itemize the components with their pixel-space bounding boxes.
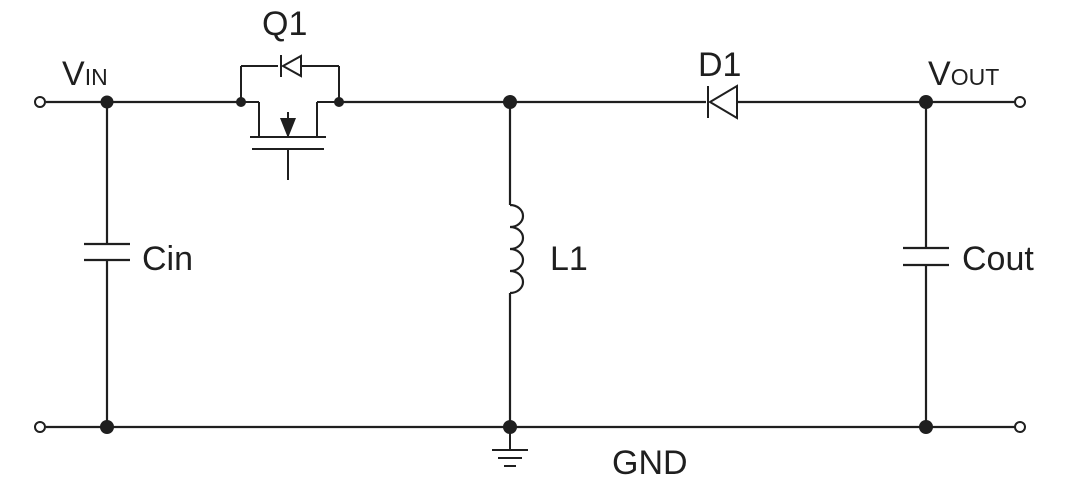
gnd-junction-left <box>100 420 114 434</box>
q1-label: Q1 <box>262 5 307 43</box>
capacitor-cin <box>84 102 130 427</box>
capacitor-cout <box>903 102 949 427</box>
gnd-right-terminal <box>1014 421 1026 433</box>
inductor-l1 <box>508 102 525 427</box>
l1-label: L1 <box>550 240 588 278</box>
cout-label: Cout <box>962 240 1034 278</box>
vin-terminal <box>34 96 46 108</box>
gnd-junction-right <box>919 420 933 434</box>
gnd-label: GND <box>612 444 688 482</box>
diode-d1 <box>707 84 738 120</box>
cin-label: Cin <box>142 240 193 278</box>
d1-label: D1 <box>698 46 741 84</box>
mosfet-q1 <box>236 54 344 180</box>
vout-terminal <box>1014 96 1026 108</box>
gnd-left-terminal <box>34 421 46 433</box>
vout-label: VOUT <box>928 55 999 93</box>
ground-symbol-icon <box>492 427 528 467</box>
vin-label: VIN <box>62 55 108 93</box>
